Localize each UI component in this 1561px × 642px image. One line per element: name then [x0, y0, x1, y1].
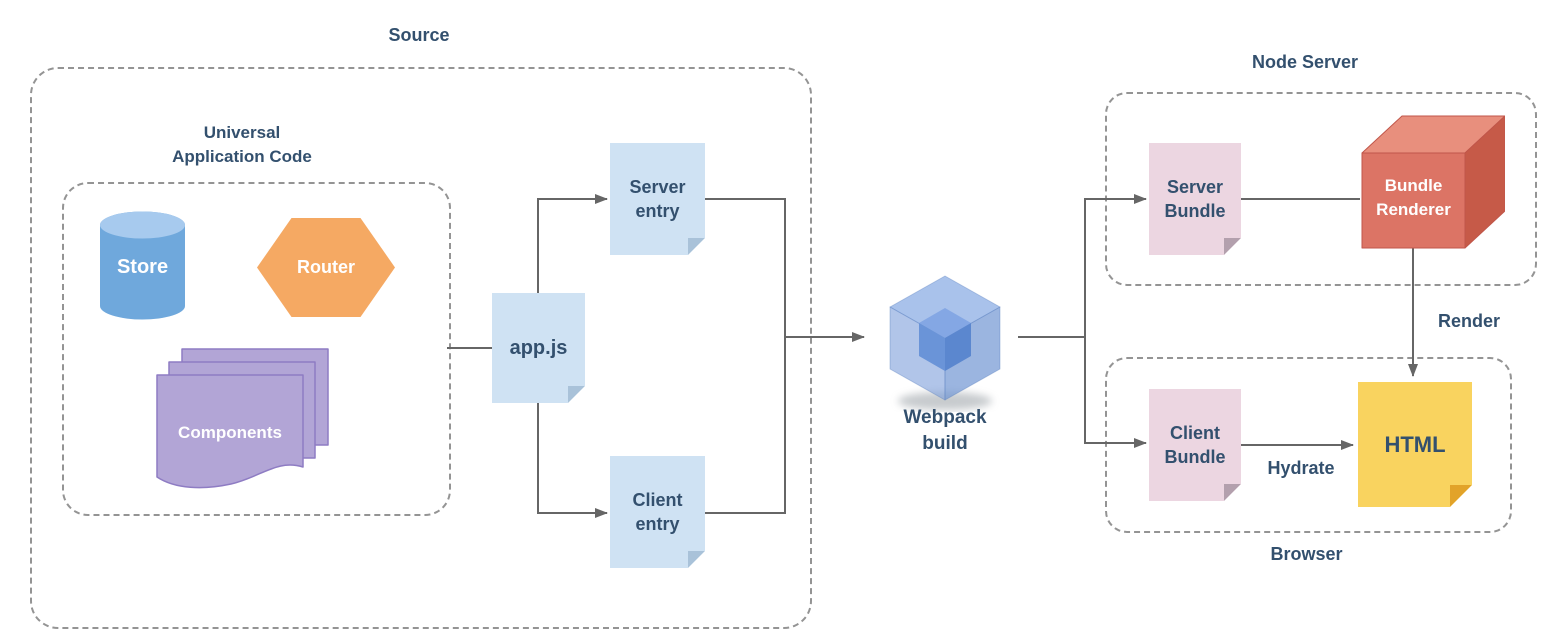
appjs-label: app.js — [509, 336, 568, 359]
appjs-node: app.js — [492, 293, 585, 403]
stacked-documents-icon — [156, 348, 329, 489]
router-label: Router — [297, 257, 355, 277]
3d-box-icon — [1361, 115, 1505, 249]
source-label: Source — [388, 25, 450, 45]
webpack-label: Webpack build — [903, 407, 987, 454]
webpack-cube-icon — [889, 275, 1001, 410]
edge-appjs-to-server-entry — [537, 194, 608, 293]
components-label: Components — [178, 423, 282, 442]
bundle-renderer-label: Bundle Renderer — [1376, 176, 1451, 219]
render-edge-label: Render — [1437, 311, 1500, 331]
edge-webpack-to-client-bundle — [1084, 337, 1147, 448]
html-label: HTML — [1384, 431, 1446, 457]
bundle-renderer-node — [1355, 112, 1505, 250]
edge-server-entry-to-webpack — [705, 198, 865, 342]
html-node: HTML — [1358, 382, 1472, 507]
server-entry-node: Server entry — [610, 143, 705, 255]
edge-appjs-to-client-entry — [537, 403, 608, 518]
server-bundle-node: Server Bundle — [1149, 143, 1241, 255]
browser-container — [1105, 357, 1512, 533]
edge-client-entry-to-webpack — [705, 337, 786, 514]
server-entry-label: Server entry — [629, 176, 686, 221]
store-node — [100, 211, 185, 320]
router-node — [257, 218, 395, 317]
cylinder-shape-icon — [100, 211, 185, 320]
browser-label: Browser — [1270, 544, 1343, 564]
node-server-container — [1105, 92, 1537, 286]
server-bundle-label: Server Bundle — [1164, 176, 1226, 221]
client-entry-label: Client entry — [632, 489, 683, 534]
client-bundle-node: Client Bundle — [1149, 389, 1241, 501]
client-entry-node: Client entry — [610, 456, 705, 568]
components-node — [155, 347, 331, 495]
store-label: Store — [116, 256, 169, 278]
webpack-node — [883, 272, 1007, 412]
universal-application-code-label: Universal Application Code — [172, 123, 312, 166]
client-bundle-label: Client Bundle — [1164, 422, 1226, 467]
edge-webpack-to-server-bundle — [1018, 194, 1147, 338]
hydrate-edge-label: Hydrate — [1267, 458, 1335, 478]
source-container — [30, 67, 812, 629]
node-server-label: Node Server — [1251, 52, 1359, 72]
